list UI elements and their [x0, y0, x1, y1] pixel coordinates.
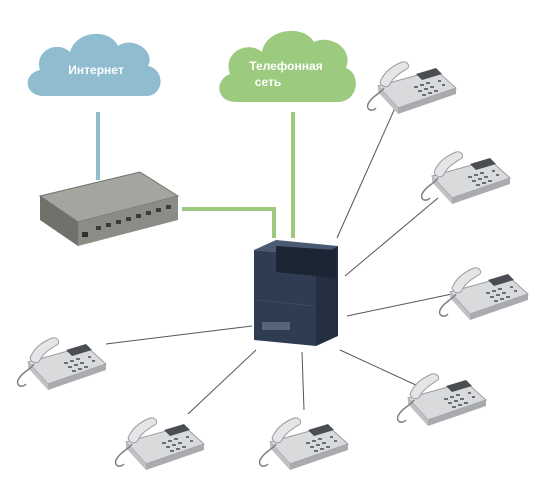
router-icon — [38, 171, 180, 246]
phone-network-cloud: Телефонная сеть — [219, 30, 356, 102]
desk-phone-icon — [396, 373, 487, 427]
wire-phone-bottom-center — [301, 351, 305, 411]
desk-phone-icon — [366, 61, 457, 115]
pbx-icon — [254, 240, 338, 346]
desk-phone-icon — [16, 337, 107, 391]
phone-network-label-line1: Телефонная — [249, 59, 322, 73]
router-pbx-link — [182, 207, 276, 238]
connections — [96, 107, 453, 415]
internet-cloud: Интернет — [27, 33, 161, 96]
phone-bottom-center — [258, 417, 349, 471]
phone-bottom-left — [114, 417, 205, 471]
phone-top-right-1 — [366, 61, 457, 115]
phone-top-right-2 — [420, 151, 511, 205]
phone-bottom-right — [396, 373, 487, 427]
cloud-icon — [27, 33, 161, 96]
wire-phone-bottom-left — [187, 349, 257, 415]
wire-phone-bottom-right — [339, 349, 419, 387]
desk-phone-icon — [420, 151, 511, 205]
desk-phone-icon — [114, 417, 205, 471]
phone-left — [16, 337, 107, 391]
wire-phone-top-right-1 — [336, 107, 396, 239]
wire-phone-top-right-2 — [344, 197, 439, 277]
wire-phone-right — [346, 293, 453, 317]
wire-phone-left — [105, 325, 253, 345]
phone-network-label-line2: сеть — [255, 75, 281, 89]
phone-right — [438, 267, 529, 321]
desk-phone-icon — [258, 417, 349, 471]
cloud-icon — [219, 30, 356, 102]
desk-phone-icon — [438, 267, 529, 321]
internet-label: Интернет — [68, 63, 124, 77]
